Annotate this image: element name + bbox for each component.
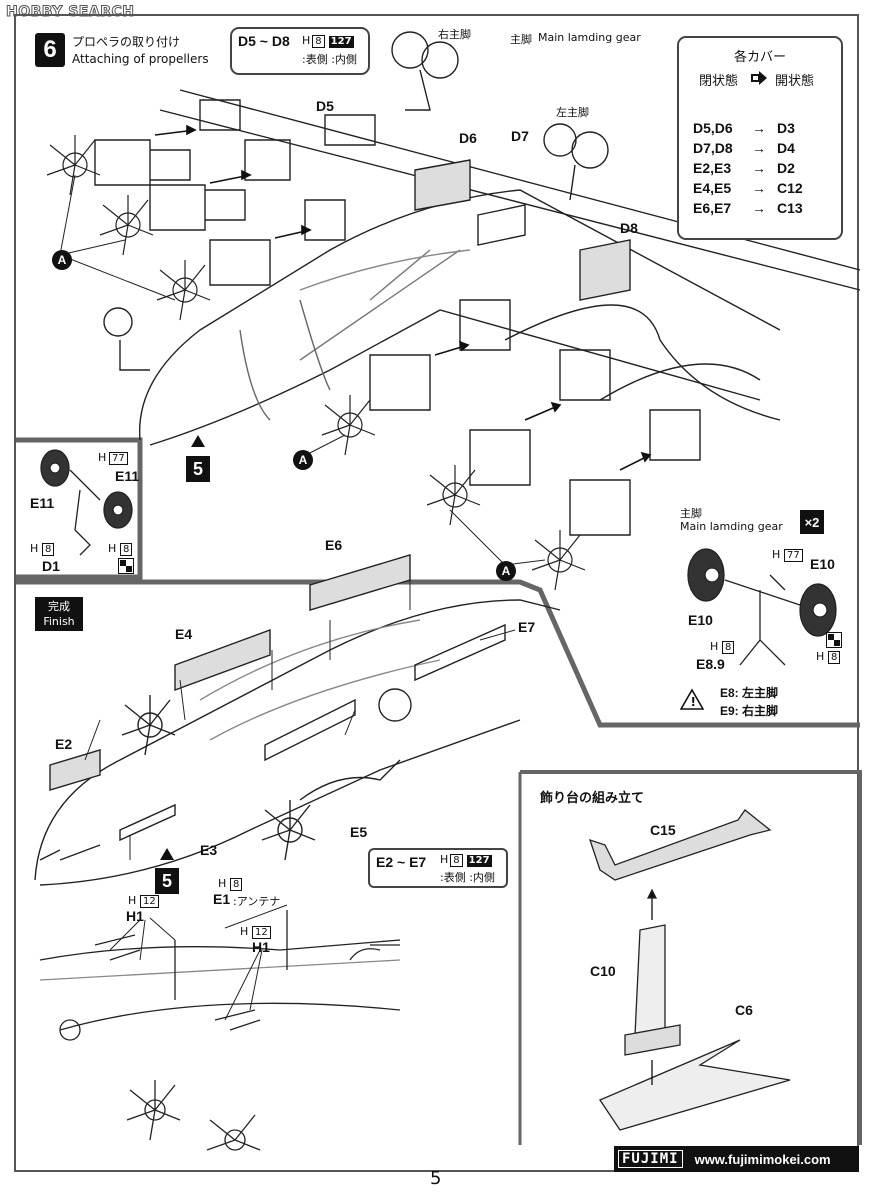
main-gear-label-en: Main lamding gear xyxy=(538,31,641,44)
h-letter: H xyxy=(240,925,249,938)
left-main-gear-label: 左主脚 xyxy=(556,106,589,119)
right-main-gear-label: 右主脚 xyxy=(438,28,471,41)
part-c15-label: C15 xyxy=(650,822,676,838)
main-h8-code-a: 8 xyxy=(722,641,735,654)
warning-e9-note: E9: 右主脚 xyxy=(720,704,779,718)
callout-a-marker: A xyxy=(52,250,72,270)
h-letter: H xyxy=(98,451,107,464)
part-h1-label-a: H1 xyxy=(126,908,144,924)
nose-h8-code-a: 8 xyxy=(42,543,55,556)
cover-table-box: 各カバー 閉状態 開状態 D5,D6→D3 D7,D8→D4 E2,E3→D2 … xyxy=(677,36,843,240)
part-h1-label-b: H1 xyxy=(252,939,270,955)
part-d8-label: D8 xyxy=(620,220,638,236)
step-ref-arrow xyxy=(160,848,174,860)
svg-text:!: ! xyxy=(691,695,696,709)
main-e10-label-right: E10 xyxy=(810,556,835,572)
h-letter: H xyxy=(30,542,39,555)
stand-title: 飾り台の組み立て xyxy=(540,791,645,806)
cover-table-title: 各カバー xyxy=(733,50,786,65)
warning-e8-note: E8: 左主脚 xyxy=(720,686,779,700)
step-number-badge: 6 xyxy=(35,33,65,67)
h-letter: H xyxy=(218,877,227,890)
step-title-en: Attaching of propellers xyxy=(72,52,209,66)
paint-note-top: :表側 :内側 xyxy=(302,53,357,66)
cover-row: D5,D6→D3 xyxy=(693,120,795,136)
warning-icon: ! xyxy=(680,688,704,710)
antenna-h12-code-a: 12 xyxy=(140,895,159,908)
paint-range-top: D5 ~ D8 xyxy=(238,33,290,49)
part-e3-label: E3 xyxy=(200,842,218,858)
open-close-icon xyxy=(750,70,768,86)
fujimi-logo: FUJIMI xyxy=(618,1150,683,1168)
nose-h77-code: 77 xyxy=(109,452,128,465)
step-ref-badge: 5 xyxy=(186,456,210,482)
cover-closed-label: 閉状態 xyxy=(699,74,739,89)
cover-open-label: 開状態 xyxy=(775,74,815,89)
h-letter: H xyxy=(108,542,117,555)
h-letter: H xyxy=(772,548,781,561)
part-e6-label: E6 xyxy=(325,537,343,553)
h-letter: H xyxy=(816,650,825,663)
part-e1-label: E1 xyxy=(213,891,231,907)
part-e7-label: E7 xyxy=(518,619,536,635)
footer-bar: FUJIMI www.fujimimokei.com xyxy=(614,1146,859,1172)
page-number: 5 xyxy=(430,1168,442,1189)
step-ref-arrow xyxy=(191,435,205,447)
cover-row: E4,E5→C12 xyxy=(693,180,803,196)
main-gear-box-title-en: Main lamding gear xyxy=(680,520,783,533)
page-frame xyxy=(14,14,859,1172)
hobby-search-watermark: HOBBY SEARCH xyxy=(5,4,135,21)
paint-h-code-finish: 8 xyxy=(450,854,463,867)
clear-part-icon xyxy=(118,558,134,574)
paint-h-letter: H xyxy=(302,34,311,47)
finish-label-jp: 完成 xyxy=(48,600,70,613)
cover-table-rows: D5,D6→D3 D7,D8→D4 E2,E3→D2 E4,E5→C12 E6,… xyxy=(693,118,817,218)
part-c6-label: C6 xyxy=(735,1002,753,1018)
main-gear-box-title-jp: 主脚 xyxy=(680,507,702,520)
paint-note-finish: :表側 :内側 xyxy=(440,871,495,884)
antenna-note: :アンテナ xyxy=(233,895,281,908)
part-c10-label: C10 xyxy=(590,963,616,979)
finish-badge: 完成 Finish xyxy=(35,597,83,631)
cover-row: D7,D8→D4 xyxy=(693,140,795,156)
cover-row: E6,E7→C13 xyxy=(693,200,803,216)
antenna-h8-code: 8 xyxy=(230,878,243,891)
main-h8-code-b: 8 xyxy=(828,651,841,664)
paint-code-top: 127 xyxy=(328,36,354,48)
clear-part-icon xyxy=(826,632,842,648)
footer-url: www.fujimimokei.com xyxy=(694,1151,831,1167)
step-title-jp: プロペラの取り付け xyxy=(72,35,181,49)
part-e5-label: E5 xyxy=(350,824,368,840)
antenna-h12-code-b: 12 xyxy=(252,926,271,939)
nose-h8-code-b: 8 xyxy=(120,543,133,556)
h-letter: H xyxy=(128,894,137,907)
main-e10-label-left: E10 xyxy=(688,612,713,628)
main-h77-code: 77 xyxy=(784,549,803,562)
part-e4-label: E4 xyxy=(175,626,193,642)
nose-e11-label-left: E11 xyxy=(30,495,55,511)
cover-row: E2,E3→D2 xyxy=(693,160,795,176)
paint-code-finish: 127 xyxy=(466,855,492,867)
nose-e11-label-right: E11 xyxy=(115,468,140,484)
part-d7-label: D7 xyxy=(511,128,529,144)
callout-a-marker: A xyxy=(293,450,313,470)
step-ref-badge: 5 xyxy=(155,868,179,894)
main-gear-label-jp: 主脚 xyxy=(510,33,532,46)
quantity-x2-badge: ×2 xyxy=(800,510,824,534)
part-e2-label: E2 xyxy=(55,736,73,752)
main-e89-label: E8.9 xyxy=(696,656,725,672)
callout-a-marker: A xyxy=(496,561,516,581)
part-d6-label: D6 xyxy=(459,130,477,146)
part-d5-label: D5 xyxy=(316,98,334,114)
paint-range-finish: E2 ~ E7 xyxy=(376,854,427,870)
nose-d1-label: D1 xyxy=(42,558,60,574)
finish-label-en: Finish xyxy=(43,615,75,628)
paint-h-code-top: 8 xyxy=(312,35,325,48)
paint-h-letter: H xyxy=(440,853,449,866)
h-letter: H xyxy=(710,640,719,653)
